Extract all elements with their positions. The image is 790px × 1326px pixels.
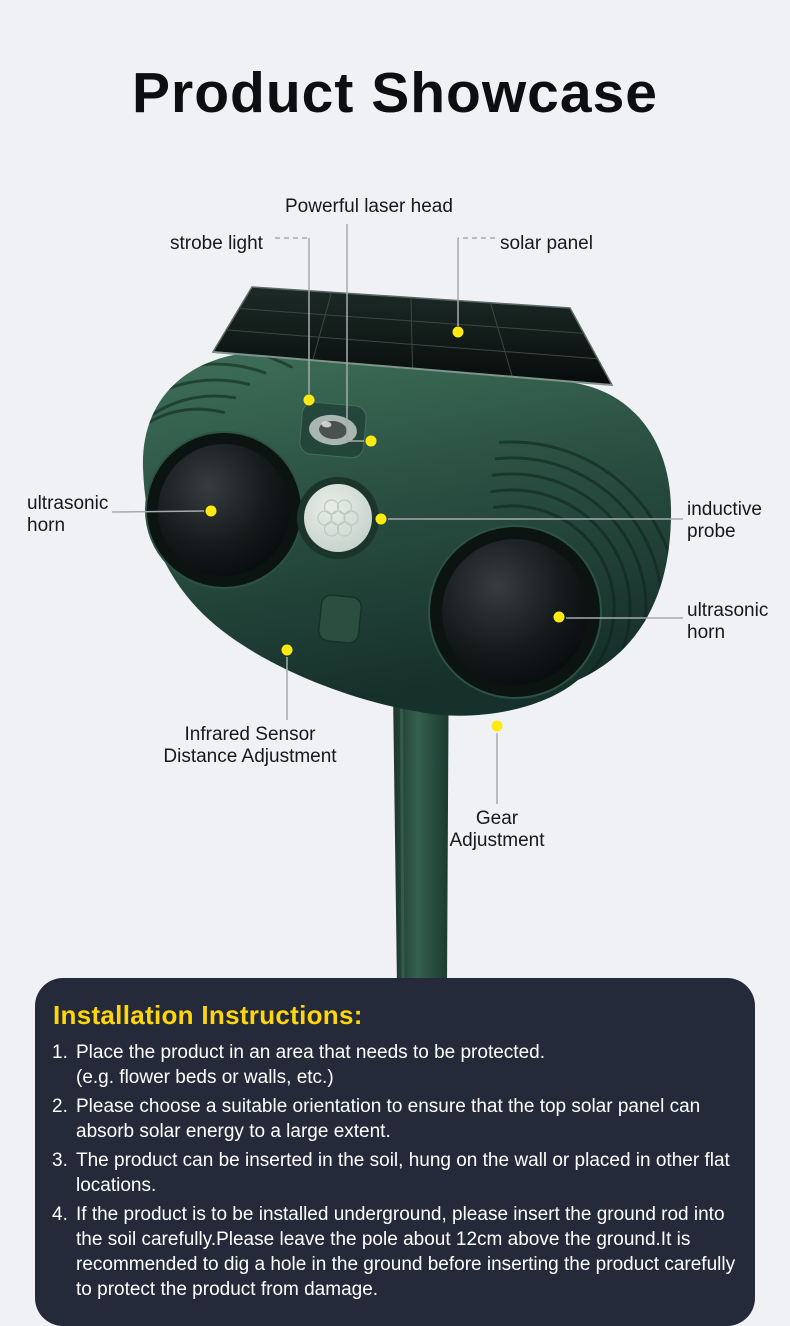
instructions-list: 1. Place the product in an area that nee… [49, 1040, 739, 1302]
callout-dot-inductive-probe [375, 513, 387, 525]
callout-dot-horn-right [553, 611, 565, 623]
instruction-number: 3. [52, 1150, 68, 1171]
inductive-probe-sensor [297, 477, 379, 559]
callout-dot-infrared [281, 644, 293, 656]
callout-dot-horn-left [205, 505, 217, 517]
instruction-item: 4. If the product is to be installed und… [49, 1202, 739, 1302]
ultrasonic-horn-right [428, 525, 602, 699]
instruction-item: 2. Please choose a suitable orientation … [49, 1094, 739, 1144]
instruction-text: The product can be inserted in the soil,… [76, 1150, 730, 1196]
callout-label-laser-head: Powerful laser head [285, 196, 453, 217]
adjustment-tab [317, 594, 363, 644]
callout-dot-laser-head [365, 435, 377, 447]
instruction-number: 1. [52, 1042, 68, 1063]
ultrasonic-horn-left [145, 431, 303, 589]
instruction-item: 1. Place the product in an area that nee… [49, 1040, 739, 1090]
instruction-text: Please choose a suitable orientation to … [76, 1096, 701, 1142]
installation-instructions-panel: Installation Instructions: 1. Place the … [35, 978, 755, 1326]
callout-dot-gear [491, 720, 503, 732]
callout-label-inductive-probe: inductive probe [687, 499, 762, 542]
instruction-text: Place the product in an area that needs … [76, 1042, 545, 1088]
callout-label-strobe-light: strobe light [170, 233, 263, 254]
instruction-item: 3. The product can be inserted in the so… [49, 1148, 739, 1198]
product-illustration [111, 224, 683, 986]
callout-dot-solar-panel [452, 326, 464, 338]
page-title: Product Showcase [132, 61, 658, 125]
instructions-title: Installation Instructions: [53, 1000, 363, 1030]
callout-label-gear-adjustment: Gear Adjustment [449, 808, 545, 851]
callout-lines [111, 224, 683, 804]
solar-panel [211, 286, 614, 386]
callout-dots [205, 326, 565, 732]
instruction-text: If the product is to be installed underg… [76, 1204, 736, 1300]
instruction-number: 2. [52, 1096, 68, 1117]
callout-label-solar-panel: solar panel [500, 233, 593, 254]
callout-label-ultrasonic-horn-right: ultrasonic horn [687, 600, 769, 643]
callout-dot-strobe-light [303, 394, 315, 406]
instruction-number: 4. [52, 1204, 68, 1225]
callout-label-ultrasonic-horn-left: ultrasonic horn [27, 493, 109, 536]
callout-label-infrared-sensor: Infrared Sensor Distance Adjustment [163, 724, 337, 767]
strobe-light [299, 401, 367, 459]
